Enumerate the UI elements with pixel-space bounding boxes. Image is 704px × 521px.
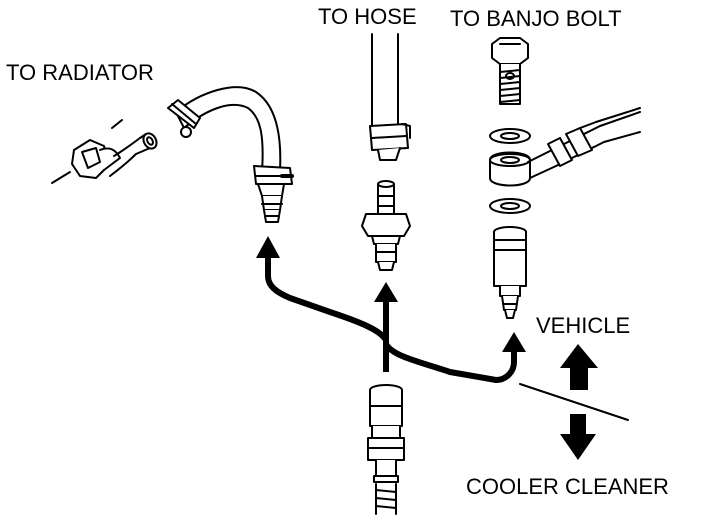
arrow-up-vehicle [560,344,598,390]
direction-arrows [560,344,598,460]
cleaner-fitting [367,384,405,515]
barbed-connector [361,180,411,271]
arrowheads [256,236,526,352]
label-vehicle: VEHICLE [536,313,631,338]
washer-lower [489,198,531,214]
radiator-hose [167,86,294,223]
banjo-fitting [489,111,641,187]
hose-middle [369,33,411,161]
arrow-down-cleaner [560,414,596,460]
washer-upper [489,128,531,144]
label-to-radiator: TO RADIATOR [6,60,154,85]
arrowhead-hose [374,282,398,302]
hose-lower-line [595,107,641,123]
radiator-fitting [51,119,158,184]
arrowhead-banjo [502,332,526,352]
label-cooler-cleaner: COOLER CLEANER [466,474,669,499]
flow-lines [265,258,517,383]
banjo-bolt [491,37,529,105]
label-to-banjo-bolt: TO BANJO BOLT [450,6,622,31]
banjo-adapter [493,226,527,319]
label-to-hose: TO HOSE [318,4,417,29]
separator-line [519,383,629,421]
arrowhead-radiator [256,236,280,258]
